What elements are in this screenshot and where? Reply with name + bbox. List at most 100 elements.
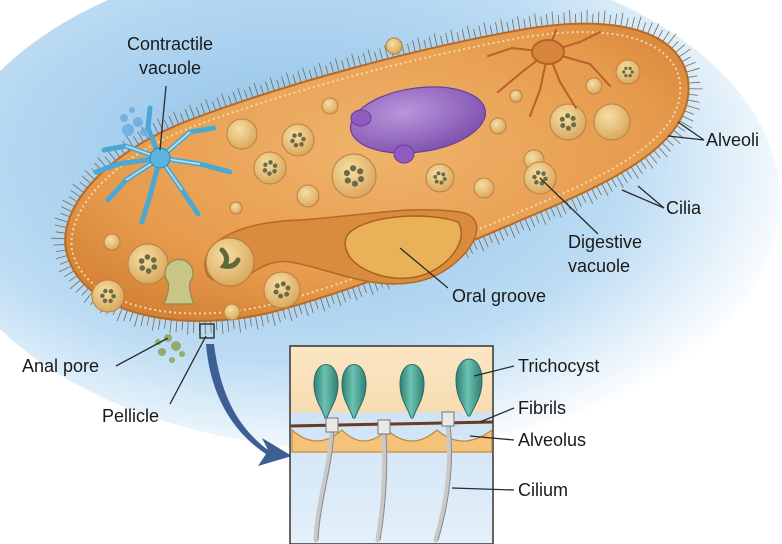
food-particle [536,170,540,174]
food-vacuole [594,104,630,140]
food-particle [103,289,107,293]
food-particle [624,74,627,77]
label-oral-groove: Oral groove [452,286,546,306]
food-particle [560,123,565,128]
food-vacuole [224,304,240,320]
food-particle [628,67,631,70]
food-vacuole [586,78,602,94]
label-anal-pore: Anal pore [22,356,99,376]
food-particle [111,294,115,298]
food-vacuole [616,60,640,84]
food-particle [151,257,157,263]
food-vacuole [104,234,120,250]
food-vacuole [227,119,257,149]
food-particle [294,143,298,147]
food-vacuole [426,164,454,192]
food-particle [100,294,104,298]
label-cilium: Cilium [518,480,568,500]
food-particle [273,163,277,167]
food-particle [146,268,152,274]
label-digestive-vacuole-line2: vacuole [568,256,630,276]
food-vacuole [510,90,522,102]
food-vacuole [282,124,314,156]
food-particle [622,70,625,73]
food-particle [299,142,303,146]
food-vacuole [230,202,242,214]
label-trichocyst: Trichocyst [518,356,599,376]
food-particle [433,175,437,179]
label-cilia: Cilia [666,198,702,218]
food-particle [284,292,289,297]
food-vacuole [128,244,168,284]
label-alveoli: Alveoli [706,130,759,150]
food-vacuole [490,118,506,134]
food-particle [565,113,570,118]
forming-vacuole [206,238,254,286]
food-particle [263,163,267,167]
food-particle [268,160,272,164]
food-particle [345,177,351,183]
food-vacuole [474,178,494,198]
food-particle [272,169,276,173]
food-particle [109,289,113,293]
food-particle [103,299,107,303]
food-vacuole [322,98,338,114]
food-particle [628,74,631,77]
food-particle [440,181,444,185]
food-vacuole [386,38,402,54]
food-particle [443,177,447,181]
food-particle [139,258,145,264]
food-particle [285,286,290,291]
food-particle [571,116,576,121]
anal-pore-vacuole [164,259,194,304]
micronucleus [394,145,414,163]
food-particle [281,281,286,286]
food-particle [352,181,358,187]
label-alveolus: Alveolus [518,430,586,450]
food-particle [357,168,363,174]
food-particle [534,180,538,184]
label-contractile-vacuole-line2: vacuole [139,58,201,78]
food-particle [541,171,545,175]
micronucleus [351,110,371,126]
food-particle [435,180,439,184]
food-particle [290,139,294,143]
food-particle [152,264,158,270]
food-particle [292,133,296,137]
label-fibrils: Fibrils [518,398,566,418]
food-particle [301,137,305,141]
food-particle [441,172,445,176]
food-vacuole [297,185,319,207]
food-particle [267,171,271,175]
label-pellicle: Pellicle [102,406,159,426]
food-particle [145,254,151,260]
food-particle [344,170,350,176]
food-particle [274,289,279,294]
food-particle [532,175,536,179]
food-particle [298,133,302,137]
food-vacuole [264,272,300,308]
food-particle [350,165,356,171]
food-particle [624,67,627,70]
food-particle [278,294,283,299]
food-vacuole [254,152,286,184]
label-digestive-vacuole-line1: Digestive [568,232,642,252]
pellicle-inset [290,346,493,544]
food-particle [543,177,547,181]
food-vacuole [550,104,586,140]
food-particle [275,283,280,288]
cilium-hair [216,320,217,330]
food-vacuole [332,154,376,198]
food-particle [139,265,145,271]
food-particle [560,117,565,122]
label-contractile-vacuole-line1: Contractile [127,34,213,54]
food-particle [571,122,576,127]
food-vacuole [92,280,124,312]
food-particle [263,168,267,172]
food-particle [437,171,441,175]
food-particle [631,70,634,73]
food-particle [108,299,112,303]
food-particle [358,176,364,182]
